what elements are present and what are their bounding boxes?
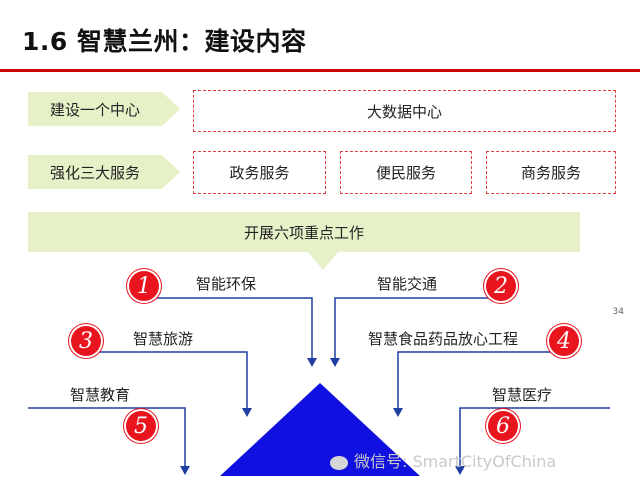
- line-5: [28, 407, 186, 470]
- line-2: [334, 297, 500, 362]
- arrowhead-6: [455, 466, 465, 475]
- arrowhead-4: [393, 408, 403, 417]
- work-item-1: 智能环保: [196, 275, 257, 293]
- key-work-banner: 开展六项重点工作: [28, 212, 580, 252]
- line-6: [459, 407, 610, 470]
- work-item-6: 智慧医疗: [492, 386, 553, 404]
- big-data-center-box: 大数据中心: [193, 90, 616, 132]
- work-item-5: 智慧教育: [70, 386, 131, 404]
- service-box-gov: 政务服务: [193, 151, 326, 194]
- services-label: 强化三大服务: [49, 163, 140, 182]
- number-badge-6: 6: [488, 411, 518, 441]
- work-item-4: 智慧食品药品放心工程: [368, 330, 519, 348]
- wechat-watermark: 微信号: SmartCityOfChina: [330, 448, 556, 472]
- arrowhead-1: [307, 358, 317, 367]
- arrowhead-3: [242, 408, 252, 417]
- number-badge-4: 4: [549, 326, 579, 356]
- number-badge-3: 3: [71, 326, 101, 356]
- center-label: 建设一个中心: [49, 100, 140, 119]
- work-item-2: 智能交通: [377, 275, 438, 293]
- line-3: [85, 351, 248, 412]
- number-badge-2: 2: [486, 271, 516, 301]
- work-item-3: 智慧旅游: [133, 330, 194, 348]
- watermark-text: 微信号: SmartCityOfChina: [354, 452, 557, 471]
- title-divider: [0, 69, 640, 72]
- wechat-icon: [330, 455, 348, 470]
- page-title: 1.6 智慧兰州：建设内容: [22, 27, 307, 56]
- services-label-arrow: [28, 155, 180, 189]
- line-1: [148, 297, 313, 362]
- page-number: 34: [612, 307, 624, 317]
- line-4: [397, 351, 558, 412]
- service-box-public: 便民服务: [340, 151, 472, 194]
- service-box-business: 商务服务: [486, 151, 616, 194]
- banner-down-arrow: [308, 252, 338, 270]
- central-triangle: [220, 383, 420, 476]
- number-badge-1: 1: [129, 271, 159, 301]
- arrowhead-2: [330, 358, 340, 367]
- number-badge-5: 5: [126, 411, 156, 441]
- center-label-arrow: [28, 92, 180, 126]
- arrowhead-5: [180, 466, 190, 475]
